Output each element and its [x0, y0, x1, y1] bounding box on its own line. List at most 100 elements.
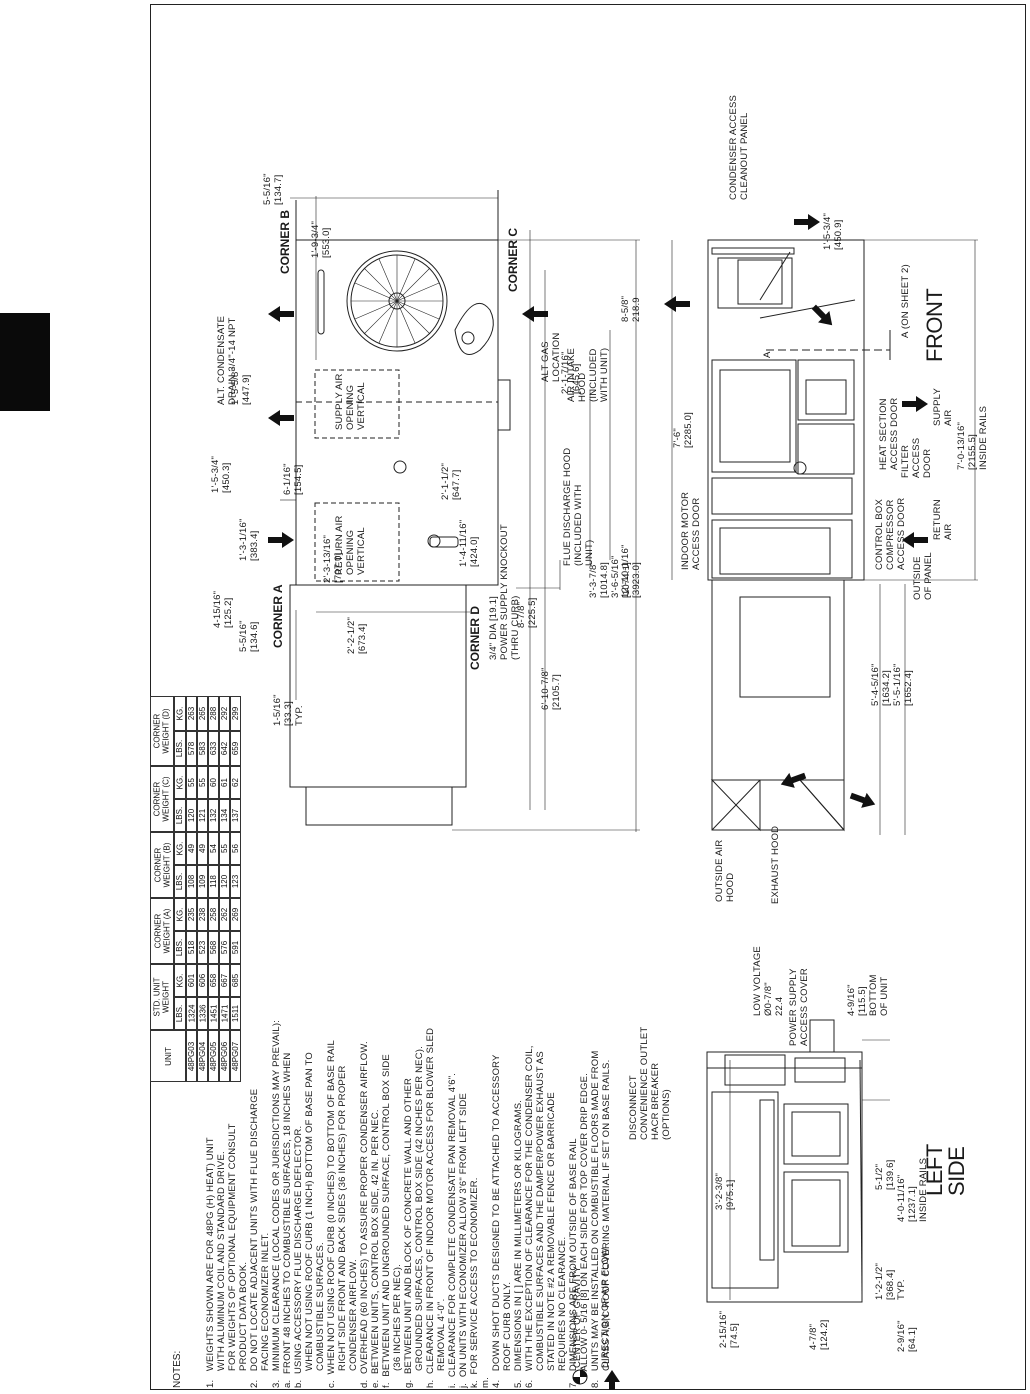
table-cell-unit-text: 48PG05: [209, 1041, 219, 1071]
table-subheader-lbs: LBS.: [174, 997, 186, 1030]
note-line: (36 INCHES PER NEC).: [392, 1264, 403, 1388]
note-line: REQUIRES NO CLEARANCE.: [557, 1236, 568, 1388]
note-line: WHEN NOT USING ROOF CURB (1 INCH) BOTTOM…: [304, 1052, 315, 1388]
table-header-std-text: STD. UNIT WEIGHT: [153, 977, 172, 1017]
table-cell-a-kg: 238: [197, 898, 208, 931]
table-cell-b-lbs-text: 109: [198, 874, 208, 889]
table-header-d: CORNER WEIGHT (D): [150, 696, 174, 766]
table-cell-std-lbs: 1336: [197, 997, 208, 1030]
dim-4-15-16: 4-15/16" [125.2]: [212, 590, 234, 628]
dim-front-1-5-3-4: 1'-5-3/4" [450.9]: [822, 212, 844, 250]
dim-12-10-1-16: 12'-10-1/16" [3923.0]: [620, 544, 642, 598]
table-subheader-lbs-text: LBS.: [175, 739, 185, 758]
dim-6-10-7-8: 6'-10-7/8" [2105.7]: [540, 667, 562, 710]
table-cell-d-lbs: 659: [230, 731, 241, 766]
table-cell-std-lbs: 1471: [219, 997, 230, 1030]
legend-direction-of-air-flow: DIRECTION OF AIR FLOW: [600, 1247, 611, 1368]
dim-1-4-11-16: 1'-4-11/16" [424.0]: [458, 519, 480, 567]
table-cell-a-kg-text: 258: [209, 907, 219, 922]
dim-2-3-13-16: 2'-3-13/16" [707.0]: [322, 534, 344, 583]
table-cell-b-kg-text: 56: [231, 844, 240, 853]
dim-4-0-11-16: 4'-0-11/16" [1237.1] INSIDE RAILS: [896, 1157, 929, 1222]
table-cell-a-lbs-text: 523: [198, 940, 208, 955]
table-cell-std-lbs-text: 1324: [187, 1004, 197, 1023]
legend-center-of-gravity: CENTER OF GRAVITY: [572, 1266, 583, 1368]
table-cell-a-kg-text: 235: [187, 907, 197, 922]
table-cell-b-lbs: 120: [219, 865, 230, 898]
table-cell-std-lbs-text: 1336: [198, 1004, 208, 1023]
table-cell-unit: 48PG06: [219, 1030, 230, 1082]
table-cell-std-lbs: 1451: [208, 997, 219, 1030]
dim-5-5-16-top: 5-5/16" [134.7]: [262, 173, 284, 205]
section-a-on-sheet-2: A (ON SHEET 2): [900, 264, 911, 338]
table-cell-b-lbs: 108: [186, 865, 197, 898]
table-cell-c-lbs-text: 121: [198, 808, 208, 823]
dim-7-6: 7'-6" [2285.0]: [672, 412, 694, 448]
table-cell-a-kg: 235: [186, 898, 197, 931]
supply-air-opening-label: SUPPLY AIR OPENING VERTICAL: [334, 373, 367, 430]
front-view-outline: [671, 239, 978, 835]
table-cell-b-kg-text: 49: [187, 844, 196, 853]
note-line: k. FOR SERVICE ACCESS TO ECONOMIZER.: [469, 1177, 480, 1388]
table-cell-std-lbs-text: 1511: [231, 1004, 241, 1023]
top-view-outline: [280, 190, 640, 832]
table-subheader-kg: KG.: [174, 696, 186, 731]
table-cell-c-kg: 55: [197, 766, 208, 799]
table-cell-b-lbs-text: 123: [231, 874, 241, 889]
table-cell-unit: 48PG05: [208, 1030, 219, 1082]
table-cell-a-kg-text: 262: [220, 907, 230, 922]
dim-3-3-7-8: 3'-3-7/8" [1014.8]: [588, 560, 610, 598]
table-cell-std-lbs-text: 1451: [209, 1004, 219, 1023]
table-cell-c-lbs: 137: [230, 799, 241, 832]
table-cell-c-kg-text: 55: [187, 778, 196, 787]
table-cell-b-kg: 54: [208, 832, 219, 865]
table-header-d-text: CORNER WEIGHT (D): [153, 708, 171, 754]
table-cell-c-kg: 60: [208, 766, 219, 799]
table-cell-d-kg-text: 299: [231, 706, 241, 721]
exhaust-hood-label: EXHAUST HOOD: [770, 825, 781, 904]
table-subheader-kg: KG.: [174, 832, 186, 865]
table-cell-b-kg-text: 49: [198, 844, 207, 853]
table-cell-b-kg-text: 54: [209, 844, 218, 853]
dim-5-5-1-16: 5'-5-1/16" [1652.4]: [892, 663, 914, 706]
heat-section-access-label: HEAT SECTION ACCESS DOOR: [878, 397, 900, 470]
table-cell-d-kg: 265: [197, 696, 208, 731]
table-cell-a-lbs: 591: [230, 931, 241, 964]
note-line: FACING ECONOMIZER INLET.: [260, 1232, 271, 1388]
table-cell-c-lbs: 120: [186, 799, 197, 832]
table-cell-d-lbs-text: 642: [220, 741, 230, 756]
disconnect-options-label: DISCONNECT CONVENIENCE OUTLET HACR BREAK…: [628, 1026, 672, 1140]
table-cell-a-kg: 258: [208, 898, 219, 931]
dim-5-1-2: 5-1/2" [139.6]: [874, 1159, 896, 1190]
dim-1-3-1-16: 1'-3-1/16" [383.4]: [238, 518, 260, 561]
table-cell-c-kg-text: 61: [220, 778, 229, 787]
table-cell-d-lbs-text: 659: [231, 741, 241, 756]
note-line: h. CLEARANCE IN FRONT OF INDOOR MOTOR AC…: [425, 1027, 436, 1388]
table-cell-c-kg: 55: [186, 766, 197, 799]
table-cell-std-kg: 606: [197, 964, 208, 997]
table-cell-d-lbs: 633: [208, 731, 219, 766]
table-header-a: CORNER WEIGHT (A): [150, 898, 174, 964]
table-cell-a-lbs: 576: [219, 931, 230, 964]
condenser-access-label: CONDENSER ACCESS CLEANOUT PANEL: [728, 94, 750, 200]
note-line: ROOF CURB ONLY.: [502, 1281, 513, 1388]
dim-1-5-3-4: 1'-5-3/4" [450.3]: [210, 455, 232, 493]
dim-2-1-1-2: 2'-1-1/2" [647.7]: [440, 462, 462, 500]
note-line: 2. DO NOT LOCATE ADJACENT UNITS WITH FLU…: [249, 1088, 260, 1388]
table-header-b: CORNER WEIGHT (B): [150, 832, 174, 898]
table-subheader-kg: KG.: [174, 766, 186, 799]
table-header-unit-text: UNIT: [163, 1046, 173, 1066]
table-subheader-kg: KG.: [174, 898, 186, 931]
table-header-c-text: CORNER WEIGHT (C): [153, 776, 171, 822]
dim-5-5-16-left: 5-5/16" [134.6]: [238, 620, 260, 652]
note-line: COMBUSTIBLE SURFACES AND THE DAMPER/POWE…: [535, 1051, 546, 1388]
table-subheader-lbs-text: LBS.: [175, 806, 185, 825]
table-cell-c-lbs-text: 134: [220, 808, 230, 823]
table-cell-d-lbs: 578: [186, 731, 197, 766]
table-subheader-lbs-text: LBS.: [175, 1004, 185, 1023]
table-cell-b-lbs: 109: [197, 865, 208, 898]
table-subheader-kg-text: KG.: [175, 706, 185, 721]
outside-of-panel-label: OUTSIDE OF PANEL: [912, 552, 934, 600]
table-cell-unit-text: 48PG03: [187, 1041, 197, 1071]
table-cell-a-lbs-text: 568: [209, 940, 219, 955]
